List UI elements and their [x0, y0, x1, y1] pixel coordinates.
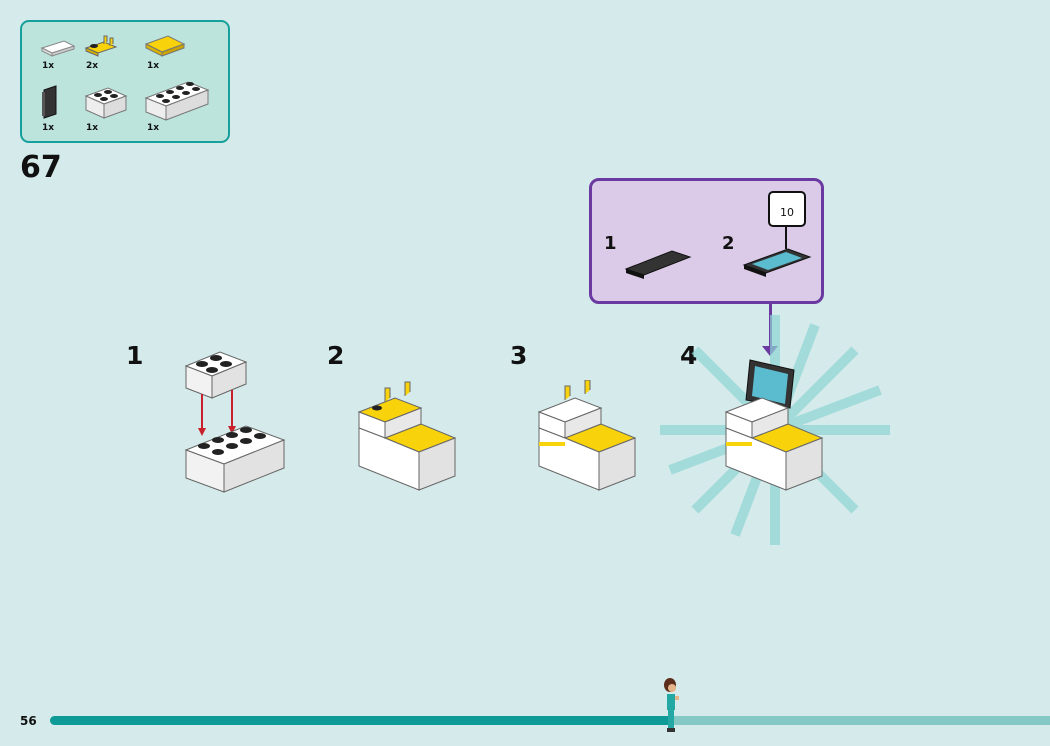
part-qty: 2x [86, 61, 99, 71]
part-qty: 1x [147, 61, 160, 71]
part-qty: 1x [42, 61, 55, 71]
yellow-tile-part [144, 35, 186, 57]
parts-list-box: 1x 2x 1x 1x 1x 1x [20, 20, 230, 143]
sub-step-number: 1 [604, 233, 617, 254]
part-qty: 1x [42, 123, 55, 133]
page-number: 56 [20, 714, 37, 728]
callout-2-assembly [357, 381, 457, 491]
sticker-callout: 10 [768, 191, 806, 227]
black-panel-part [624, 250, 692, 279]
part-qty: 1x [147, 123, 160, 133]
progress-bar [50, 716, 1050, 725]
black-hinge-panel-part [42, 85, 57, 119]
callout-1-assembly [184, 351, 286, 493]
sticker-number: 10 [780, 206, 794, 219]
callout-4-assembly [724, 359, 824, 491]
white-grille-tile-part [40, 40, 76, 57]
callout-number: 2 [327, 341, 345, 370]
yellow-clip-plate-part [84, 35, 118, 57]
progress-fill [50, 716, 670, 725]
part-qty: 1x [86, 123, 99, 133]
callout-3-assembly [537, 380, 637, 491]
callout-number: 4 [680, 341, 698, 370]
white-brick-2x2-part [84, 87, 128, 119]
minifigure-icon [664, 678, 679, 732]
callout-number: 3 [510, 341, 528, 370]
white-brick-2x4-part [144, 81, 210, 121]
callout-number: 1 [126, 341, 144, 370]
sub-assembly-box: 1 2 10 [589, 178, 824, 304]
sub-step-number: 2 [722, 233, 735, 254]
laptop-screen-part [742, 248, 812, 277]
sticker-pointer-line [785, 227, 787, 249]
step-number: 67 [20, 150, 62, 185]
